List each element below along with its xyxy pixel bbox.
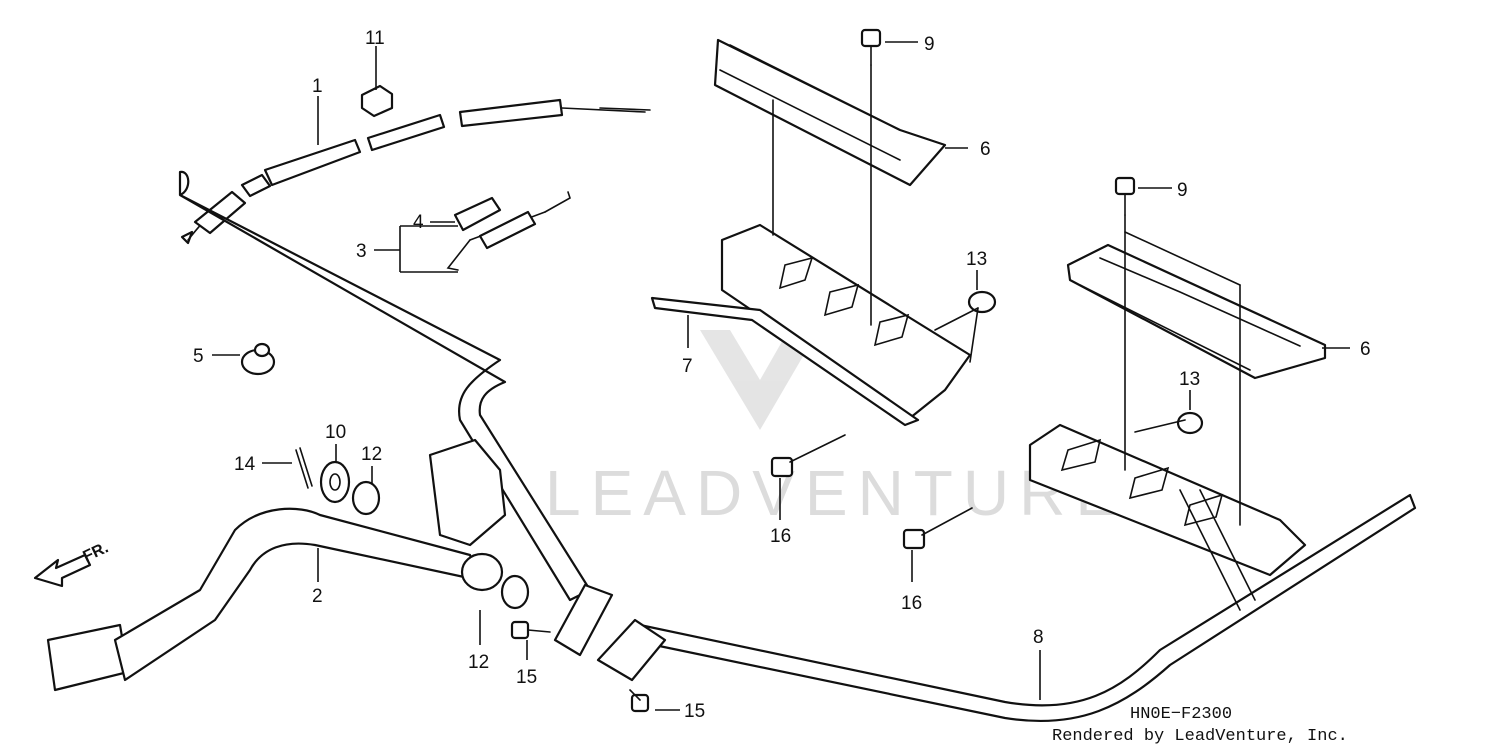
callout-3: 3 (356, 241, 367, 262)
callout-5: 5 (193, 346, 204, 367)
part-flange-nut-left (967, 290, 997, 314)
part-seal-upper (351, 480, 381, 516)
part-flange-bolt-left (770, 434, 846, 478)
part-bolt-upper-left (860, 28, 882, 66)
callout-16-right: 16 (901, 593, 922, 614)
drawing-code: HN0E−F2300 (1130, 705, 1232, 724)
callout-6-left: 6 (980, 139, 991, 160)
part-footrest-bracket-left (650, 223, 972, 427)
callout-14: 14 (234, 454, 256, 475)
callout-15-upper: 15 (516, 667, 537, 688)
callout-16-left: 16 (770, 526, 791, 547)
part-flange-nut-right (1176, 411, 1204, 435)
front-direction-indicator: FR. (33, 539, 112, 588)
callout-15-lower: 15 (684, 701, 705, 722)
callout-9-left: 9 (924, 34, 935, 55)
callout-2: 2 (312, 586, 323, 607)
callout-11: 11 (365, 28, 385, 49)
front-direction-label: FR. (81, 539, 112, 565)
part-seal-lower (500, 574, 530, 610)
callout-4: 4 (413, 212, 424, 233)
part-flange-bolt-lower-a (510, 620, 551, 640)
callout-12-upper: 12 (361, 444, 382, 465)
part-brake-pedal (46, 438, 507, 692)
part-footrest-rubber-left (713, 38, 947, 187)
callout-7: 7 (682, 356, 693, 377)
part-spring (446, 191, 571, 271)
part-bolt-upper-right (1114, 176, 1136, 216)
part-nut (240, 342, 276, 376)
part-step-bar (178, 170, 1417, 723)
part-footrest-rubber-right (1066, 243, 1327, 380)
callout-13-left: 13 (966, 249, 987, 270)
part-footrest-bracket-right (1028, 423, 1307, 577)
part-cable-clip (360, 84, 394, 118)
leader-lines (212, 41, 1350, 711)
callout-9-right: 9 (1177, 180, 1188, 201)
watermark-text: LEADVENTURE (545, 457, 1128, 529)
callout-13-right: 13 (1179, 369, 1200, 390)
callout-1: 1 (312, 76, 323, 97)
credit-line: Rendered by LeadVenture, Inc. (1052, 727, 1348, 746)
assembly-lines (772, 64, 1241, 526)
part-flange-bolt-right (902, 507, 973, 550)
part-brake-cable (180, 98, 651, 245)
callout-8: 8 (1033, 627, 1044, 648)
callout-12-lower: 12 (468, 652, 489, 673)
part-flange-bolt-lower-b (629, 689, 650, 713)
part-cotter-pin (295, 447, 313, 489)
callout-6-right: 6 (1360, 339, 1371, 360)
callout-10: 10 (325, 422, 346, 443)
callout-labels: 1 2 3 4 5 6 6 7 8 9 9 10 11 12 12 13 13 … (193, 28, 1371, 722)
part-washer (319, 460, 351, 504)
